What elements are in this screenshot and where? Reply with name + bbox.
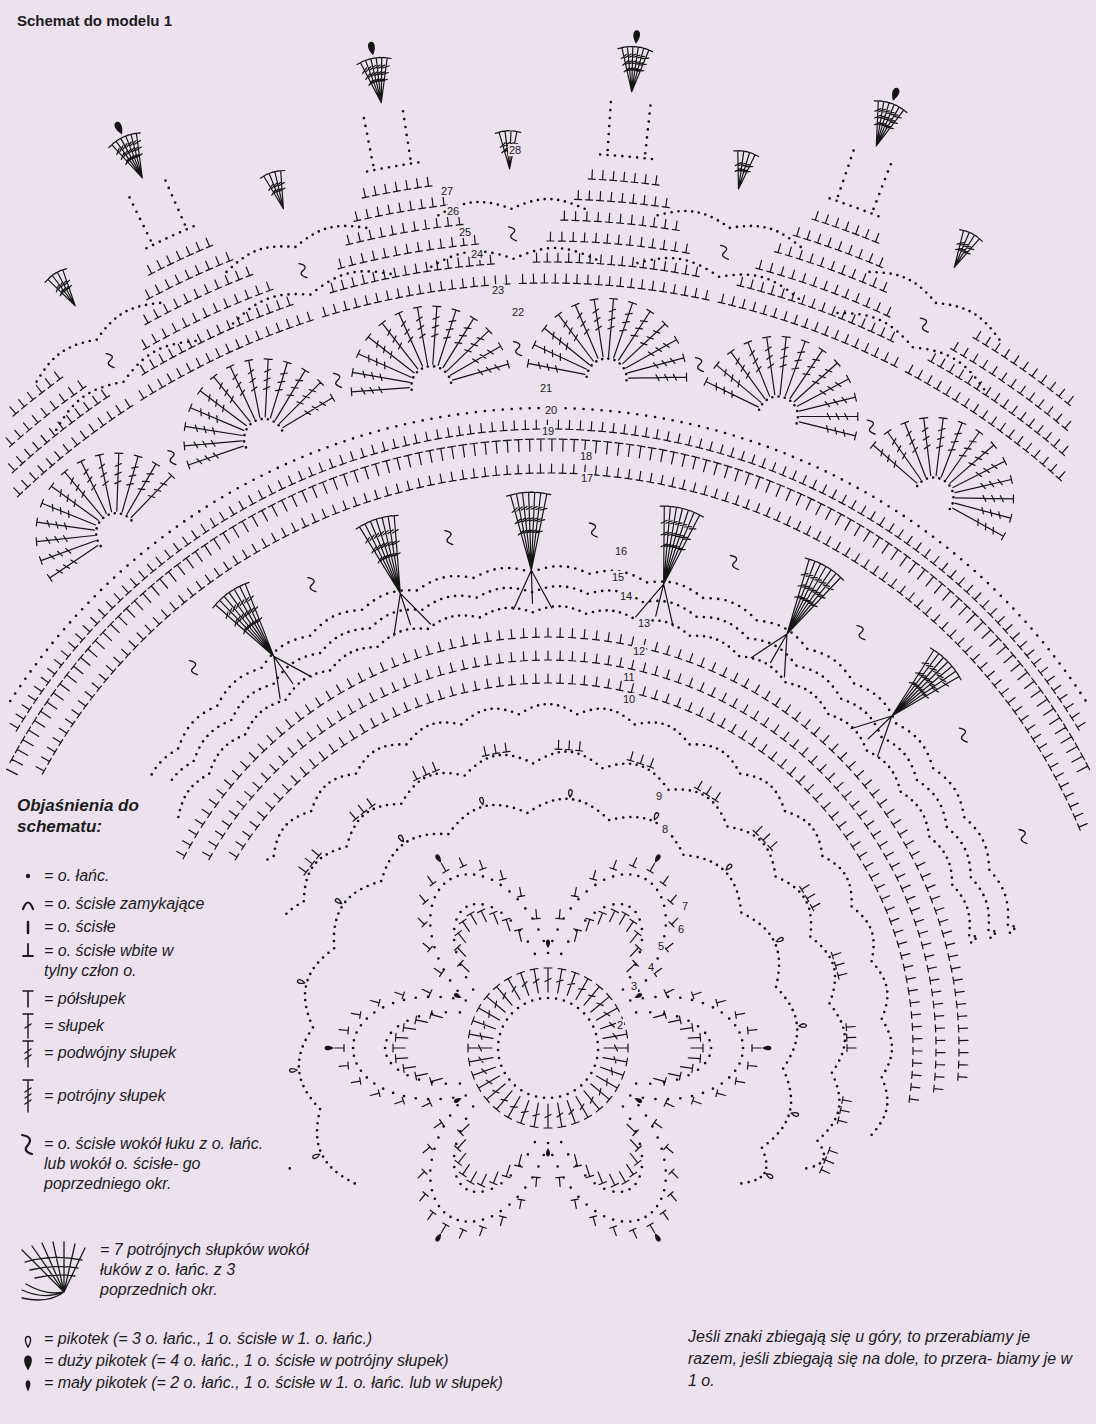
row-number: 12 — [632, 645, 646, 657]
legend-text: = mały pikotek (= 2 o. łańc., 1 o. ścisł… — [44, 1373, 503, 1393]
legend-text: = 7 potrójnych słupków wokół łuków z o. … — [100, 1240, 318, 1300]
row-number: 9 — [655, 790, 663, 802]
sc-back-loop-symbol — [23, 944, 33, 956]
row-number: 15 — [611, 571, 625, 583]
legend-text: = pikotek (= 3 o. łańc., 1 o. ścisłe w 1… — [44, 1329, 372, 1349]
row-number: 17 — [580, 472, 594, 484]
row-number: 21 — [539, 382, 553, 394]
picot-symbol — [25, 1337, 30, 1348]
row-number: 25 — [458, 226, 472, 238]
legend-heading: Objaśnienia do schematu: — [17, 795, 177, 837]
legend-text: = słupek — [44, 1016, 104, 1036]
legend-text: = o. łańc. — [44, 866, 109, 886]
row-number: 13 — [637, 617, 651, 629]
big-picot-symbol — [25, 1356, 31, 1369]
legend-text: = o. ścisłe wokół łuku z o. łańc. lub wo… — [44, 1134, 272, 1194]
row-number: 5 — [657, 940, 665, 952]
chain-dots — [10, 102, 1085, 1221]
row-number: 16 — [614, 545, 628, 557]
row-number: 2 — [616, 1019, 624, 1031]
sc-symbol — [27, 922, 30, 933]
dc-symbol — [23, 1014, 33, 1038]
legend-text: = potrójny słupek — [44, 1086, 165, 1106]
legend-text: = duży pikotek (= 4 o. łańc., 1 o. ścisł… — [44, 1351, 449, 1371]
picot-outlines — [106, 227, 1027, 1179]
row-number: 7 — [681, 900, 689, 912]
row-number: 28 — [508, 144, 522, 156]
small-picot-symbol — [26, 1381, 29, 1390]
double-dc-symbol — [23, 1041, 33, 1067]
row-number: 19 — [541, 425, 555, 437]
row-number: 11 — [622, 671, 635, 683]
row-number: 22 — [511, 306, 525, 318]
row-number: 14 — [619, 590, 633, 602]
row-number: 23 — [491, 284, 505, 296]
row-number: 27 — [440, 185, 454, 197]
legend-text: = o. ścisłe wbite w tylny człon o. — [44, 941, 184, 981]
stitch-strokes — [6, 47, 1090, 1239]
chain-symbol — [26, 874, 30, 878]
row-number: 6 — [677, 923, 685, 935]
hdc-symbol — [23, 991, 33, 1007]
row-number: 26 — [446, 205, 460, 217]
legend-text: = o. ścisłe zamykające — [44, 894, 205, 914]
legend-text: = podwójny słupek — [44, 1043, 176, 1063]
slip-stitch-symbol — [23, 903, 33, 910]
row-number: 18 — [579, 450, 593, 462]
note: Jeśli znaki zbiegają się u góry, to prze… — [688, 1326, 1083, 1392]
row-number: 24 — [470, 248, 484, 260]
row-number: 10 — [622, 693, 636, 705]
legend-text: = półsłupek — [44, 989, 125, 1009]
row-number: 20 — [544, 404, 558, 416]
triple-dc-symbol — [23, 1080, 33, 1112]
hook-symbol — [22, 1135, 32, 1154]
legend-text: = o. ścisłe — [44, 917, 116, 937]
chart-title: Schemat do modelu 1 — [17, 12, 172, 30]
fan-symbol — [22, 1242, 85, 1300]
filled-picots — [114, 30, 899, 1242]
row-number: 8 — [661, 823, 669, 835]
row-number: 3 — [630, 980, 638, 992]
row-number: 4 — [647, 961, 655, 973]
